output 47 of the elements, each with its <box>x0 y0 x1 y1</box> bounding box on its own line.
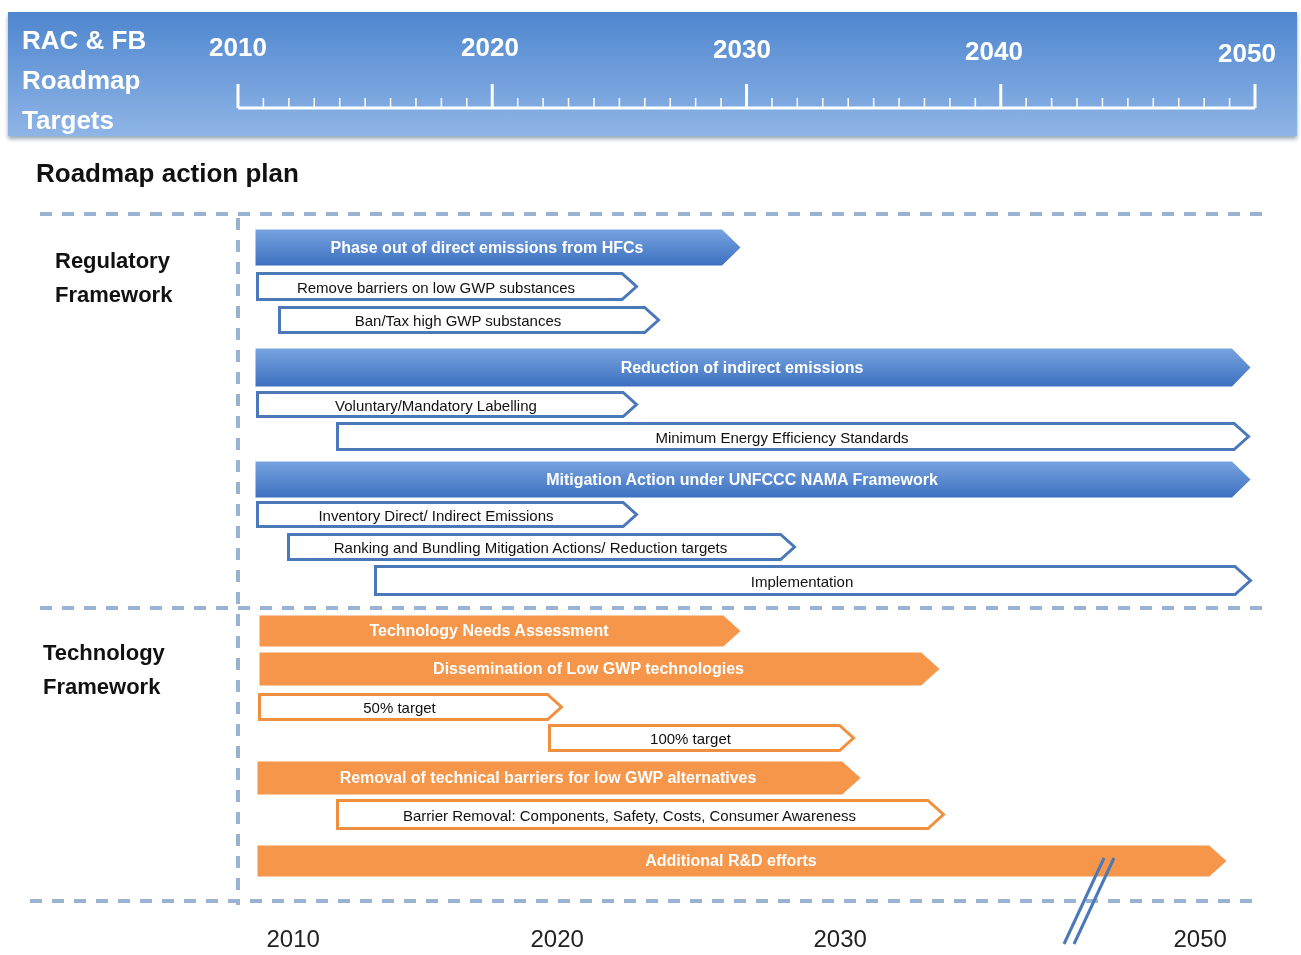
year-label: 2010 <box>209 32 267 63</box>
bar-label: Ban/Tax high GWP substances <box>353 311 563 329</box>
bar-label: Dissemination of Low GWP technologies <box>432 660 745 678</box>
section-heading: Roadmap action plan <box>36 158 299 189</box>
arrow-bar <box>336 422 1250 451</box>
arrow-bar <box>278 306 660 334</box>
bar-label: Removal of technical barriers for low GWP alternatives <box>338 769 758 787</box>
bar-label: Voluntary/Mandatory Labelling <box>334 396 538 413</box>
arrow-bar <box>258 651 941 687</box>
bar-label: 100% target <box>649 729 732 747</box>
arrow-bar <box>256 501 638 528</box>
arrow-bar <box>336 799 945 830</box>
bar-label: Barrier Removal: Components, Safety, Costs, Consumer Awareness <box>402 806 857 823</box>
year-label: 2040 <box>965 36 1023 67</box>
arrow-bar <box>548 724 855 752</box>
header-title: RAC & FB Roadmap Targets <box>22 24 148 137</box>
bar-label: Implementation <box>749 572 855 589</box>
bar-label: Minimum Energy Efficiency Standards <box>654 428 910 445</box>
bar-label: Remove barriers on low GWP substances <box>295 278 577 295</box>
arrow-bar <box>254 460 1252 499</box>
year-label: 2010 <box>266 925 320 953</box>
year-label: 2030 <box>813 925 867 953</box>
arrow-bar <box>254 228 742 267</box>
bar-label: Phase out of direct emissions from HFCs <box>329 238 645 257</box>
year-label: 2020 <box>530 925 584 953</box>
bar-label: Mitigation Action under UNFCCC NAMA Framework <box>545 470 939 489</box>
arrow-bar <box>374 565 1252 596</box>
arrow-bar <box>287 533 796 561</box>
bar-label: Inventory Direct/ Indirect Emissions <box>317 506 555 523</box>
year-label: 2020 <box>461 32 519 63</box>
arrow-bar <box>256 272 638 301</box>
bar-label: Technology Needs Assessment <box>368 622 610 640</box>
bar-label: Reduction of indirect emissions <box>619 358 865 377</box>
year-label: 2030 <box>713 34 771 65</box>
arrow-bar <box>258 693 563 721</box>
arrow-bar <box>258 614 742 648</box>
section-label: Technology Framework <box>43 639 166 701</box>
bar-label: Additional R&D efforts <box>644 852 818 870</box>
arrow-bar <box>256 391 638 418</box>
bar-label: Ranking and Bundling Mitigation Actions/ Reduction targets <box>332 538 729 556</box>
section-label: Regulatory Framework <box>55 247 174 309</box>
year-label: 2050 <box>1173 925 1227 953</box>
arrow-bar <box>256 844 1228 878</box>
arrow-bar <box>254 347 1252 388</box>
bar-label: 50% target <box>362 698 437 716</box>
year-label: 2050 <box>1218 38 1276 69</box>
arrow-bar <box>256 760 862 796</box>
